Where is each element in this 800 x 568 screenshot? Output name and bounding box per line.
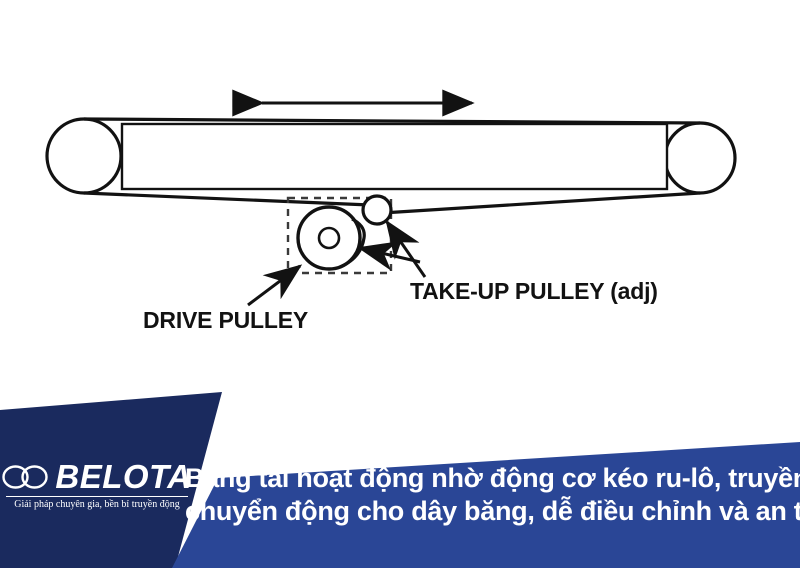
takeup-pulley-circle [361, 194, 393, 226]
bottom-banner: BELOTA Giải pháp chuyên gia, bền bỉ truy… [0, 380, 800, 568]
banner-blue-panel [172, 442, 800, 568]
right-pulley [663, 121, 737, 195]
belt-return-left [83, 191, 371, 207]
logo-tagline: Giải pháp chuyên gia, bền bỉ truyền động [6, 496, 188, 510]
belt-return-right [381, 191, 701, 215]
infinity-icon [2, 464, 49, 489]
drive-assembly-highlight-box [286, 196, 393, 275]
logo-row: BELOTA [2, 458, 192, 495]
takeup-pulley-leader-line [385, 219, 427, 278]
banner-caption: Băng tải hoạt động nhờ động cơ kéo ru-lô… [185, 462, 800, 529]
drive-pulley-label: DRIVE PULLEY [143, 307, 309, 333]
banner-shapes [0, 392, 800, 568]
brand-logo[interactable]: BELOTA Giải pháp chuyên gia, bền bỉ truy… [2, 458, 192, 510]
takeup-pulley-leader-line-2 [357, 241, 421, 271]
banner-caption-line-1: Băng tải hoạt động nhờ động cơ kéo ru-lô… [185, 463, 800, 493]
banner-navy-panel [0, 392, 222, 568]
belt-top-line [83, 117, 701, 125]
takeup-pulley-label: TAKE-UP PULLEY (adj) [410, 278, 658, 304]
belt-wrap-drive-to-takeup [339, 217, 366, 269]
conveyor-diagram: DRIVE PULLEY TAKE-UP PULLEY (adj) [45, 89, 737, 333]
logo-wordmark: BELOTA [55, 458, 192, 495]
conveyor-frame [120, 122, 669, 191]
drive-pulley-hub [317, 226, 341, 250]
diagram-svg [45, 89, 737, 307]
drive-pulley-leader-line [247, 264, 303, 307]
banner-caption-line-2: chuyển động cho dây băng, dễ điều chỉnh … [185, 496, 800, 527]
left-pulley [45, 117, 123, 195]
